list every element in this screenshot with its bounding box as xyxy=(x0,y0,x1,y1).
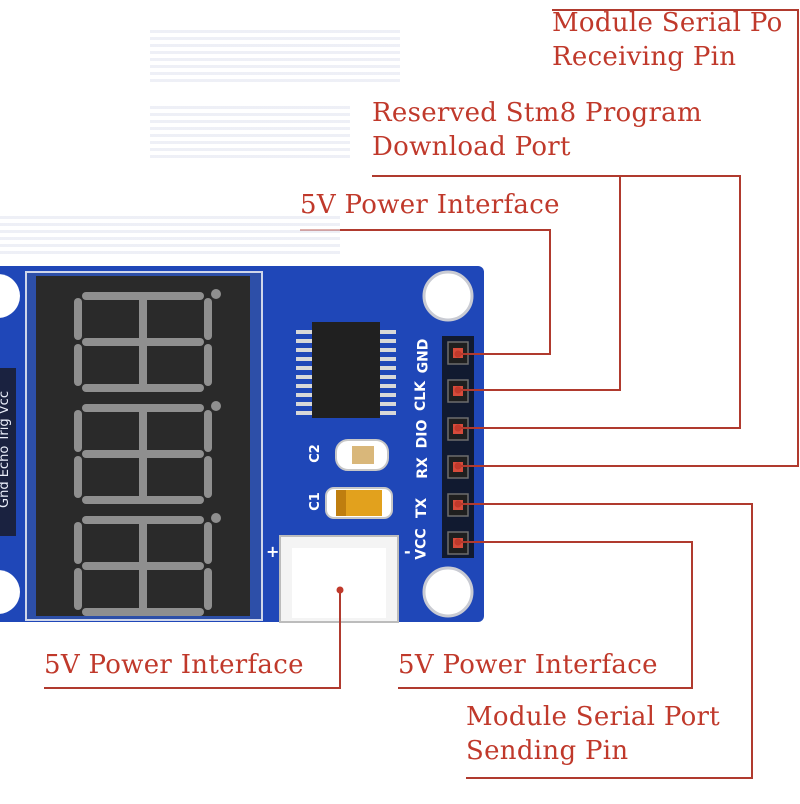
leader-line xyxy=(458,175,741,429)
annotation-power-bottom-left: 5V Power Interface xyxy=(44,650,304,680)
polarity-minus: - xyxy=(404,542,411,561)
chip-pin xyxy=(296,384,314,388)
chip-pin xyxy=(378,375,396,379)
stm8-chip xyxy=(296,322,396,418)
chip-pin xyxy=(296,348,314,352)
chip-pin xyxy=(378,384,396,388)
annotation-stm8-port: Reserved Stm8 Program Download Port xyxy=(372,96,702,164)
pin-header xyxy=(442,336,474,558)
chip-pin xyxy=(378,411,396,415)
chip-pin xyxy=(296,330,314,334)
polarity-plus: + xyxy=(266,542,280,561)
annotation-serial-receive: Module Serial Po Receiving Pin xyxy=(552,6,783,74)
pin-label-gnd: GND xyxy=(415,338,432,374)
annotation-serial-receive-line2: Receiving Pin xyxy=(552,42,737,72)
pin-label-rx: RX xyxy=(414,457,431,479)
leader-line xyxy=(300,229,551,355)
mounting-hole xyxy=(0,570,20,614)
mounting-hole xyxy=(422,566,474,618)
chip-pin xyxy=(296,339,314,343)
leader-line xyxy=(458,503,753,779)
chip-pin xyxy=(378,366,396,370)
chip-pin xyxy=(378,348,396,352)
leader-dot xyxy=(454,386,462,394)
mounting-hole xyxy=(422,270,474,322)
annotation-stm8-port-line2: Download Port xyxy=(372,132,571,162)
leader-dot xyxy=(454,462,462,470)
chip-pin xyxy=(378,330,396,334)
leader-dot xyxy=(454,538,462,546)
annotation-serial-send-line2: Sending Pin xyxy=(466,736,629,766)
left-header-strip xyxy=(0,368,16,536)
leader-dot xyxy=(454,500,462,508)
pin-label-vcc: VCC xyxy=(413,528,430,560)
display-digit xyxy=(74,401,221,504)
chip-pin xyxy=(296,366,314,370)
annotation-serial-send-line1: Module Serial Port xyxy=(466,702,721,732)
chip-pin xyxy=(296,393,314,397)
digit-dot xyxy=(211,401,221,411)
leader-line xyxy=(458,9,799,467)
capacitor-c1-label: C1 xyxy=(307,492,323,511)
chip-pin xyxy=(378,402,396,406)
ghost-text xyxy=(150,30,400,82)
display-digit xyxy=(74,513,221,616)
annotation-serial-send: Module Serial Port Sending Pin xyxy=(466,700,720,768)
chip-pin xyxy=(296,411,314,415)
pin-label-dio: DIO xyxy=(414,419,431,449)
leader-line xyxy=(44,590,341,689)
display-digits xyxy=(74,289,221,616)
leader-dot xyxy=(336,586,344,594)
annotation-power-bottom-right: 5V Power Interface xyxy=(398,650,658,680)
annotation-stm8-port-line1: Reserved Stm8 Program xyxy=(372,98,702,128)
chip-pin xyxy=(378,393,396,397)
left-header-label: Gnd Echo Trig Vcc xyxy=(0,391,12,508)
chip-pin xyxy=(378,339,396,343)
chip-pin xyxy=(296,357,314,361)
chip-pin xyxy=(378,357,396,361)
chip-pin xyxy=(296,375,314,379)
ghost-text xyxy=(150,106,350,158)
leader-dot xyxy=(454,350,462,358)
chip-pin xyxy=(296,402,314,406)
pin-label-clk: CLK xyxy=(413,380,430,412)
digit-dot xyxy=(211,513,221,523)
digit-dot xyxy=(211,289,221,299)
leader-line xyxy=(398,541,693,689)
annotation-serial-receive-line1: Module Serial Po xyxy=(552,8,783,38)
mounting-hole xyxy=(0,274,20,318)
ghost-text xyxy=(0,216,340,256)
annotation-power-top: 5V Power Interface xyxy=(300,190,560,220)
pin-label-tx: TX xyxy=(414,497,431,519)
capacitor-c2-label: C2 xyxy=(307,444,323,463)
display-digit xyxy=(74,289,221,392)
header-pin-labels: GND CLK DIO RX TX VCC xyxy=(413,336,440,560)
leader-line xyxy=(372,175,621,391)
leader-dot xyxy=(454,424,462,432)
